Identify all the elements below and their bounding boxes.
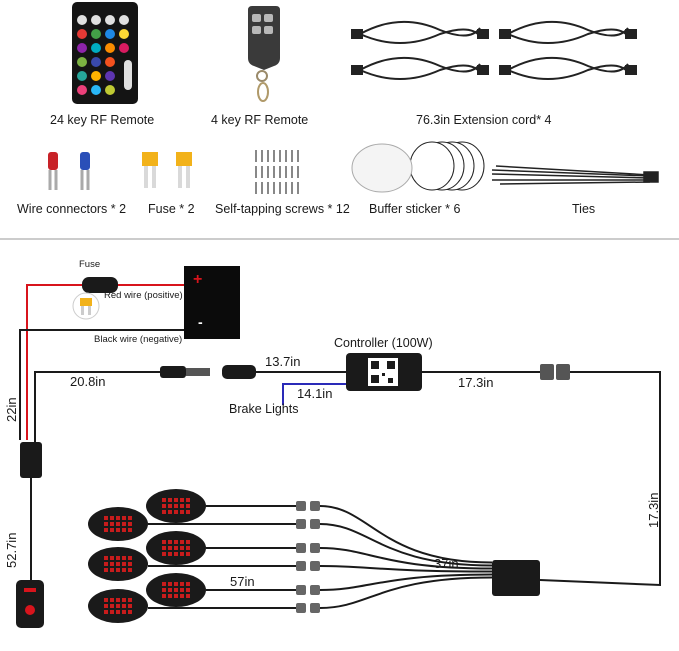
battery-minus: - [198,314,203,330]
pod-lead-wire [148,576,493,613]
pod-lead-wire [148,561,493,573]
brake-lights-label: Brake Lights [229,402,299,416]
fuse-detail-icon [72,292,100,320]
battery-icon [184,266,240,339]
black-wire [19,329,186,440]
remote-4key-label: 4 key RF Remote [211,113,309,127]
inline-connector-box [20,442,42,478]
controller-output-connector [540,364,570,380]
wiring-fuse-label: Fuse [79,259,101,270]
length-22: 22in [4,397,19,422]
fuse-label: Fuse * 2 [148,202,195,216]
length-17-3-vertical: 17.3in [646,492,661,528]
led-pod-icon [88,507,148,541]
length-17-3-horizontal: 17.3in [458,375,494,390]
dc-plug-female [222,365,256,379]
screws-label: Self-tapping screws * 12 [215,202,350,216]
controller-box [346,353,422,391]
controller-label: Controller (100W) [334,336,433,350]
power-switch [16,580,44,628]
led-pod-icon [146,531,206,565]
dc-plug-male [160,366,210,378]
led-pod-icon [88,589,148,623]
wire-connector-icon [48,152,90,190]
wire-connectors-label: Wire connectors * 2 [17,202,127,216]
remote-24key-label: 24 key RF Remote [50,113,155,127]
pod-lead-wire [148,519,493,567]
fuse-icon [142,152,192,188]
red-wire [26,284,82,440]
brake-light-wire [282,383,346,405]
extension-cord-icon [351,21,637,80]
junction-box [492,560,540,596]
length-20-8: 20.8in [70,374,106,389]
ties-label: Ties [572,202,596,216]
buffer-sticker-icon [351,141,485,193]
power-harness-wire [34,371,160,450]
remote-24key-icon [72,2,138,104]
led-pod-icon [146,489,206,523]
screws-icon [255,150,299,194]
black-wire-label: Black wire (negative) [94,334,183,345]
red-wire-label: Red wire (positive) [104,290,183,301]
length-52-7: 52.7in [4,532,19,568]
inline-fuse-holder [82,277,118,293]
buffer-sticker-label: Buffer sticker * 6 [369,202,461,216]
length-37: 37in [434,556,459,571]
pod-lead-wire [206,543,493,570]
pod-lead-wire [206,573,493,595]
led-pod-icon [146,573,206,607]
cable-ties-icon [491,165,659,185]
led-pod-icon [88,547,148,581]
pod-lead-wire [206,501,493,564]
length-13-7: 13.7in [265,354,301,369]
remote-4key-icon [248,6,280,102]
battery-plus: + [193,271,203,288]
length-14-1: 14.1in [297,386,333,401]
length-57: 57in [230,574,255,589]
extension-cord-label: 76.3in Extension cord* 4 [416,113,552,127]
